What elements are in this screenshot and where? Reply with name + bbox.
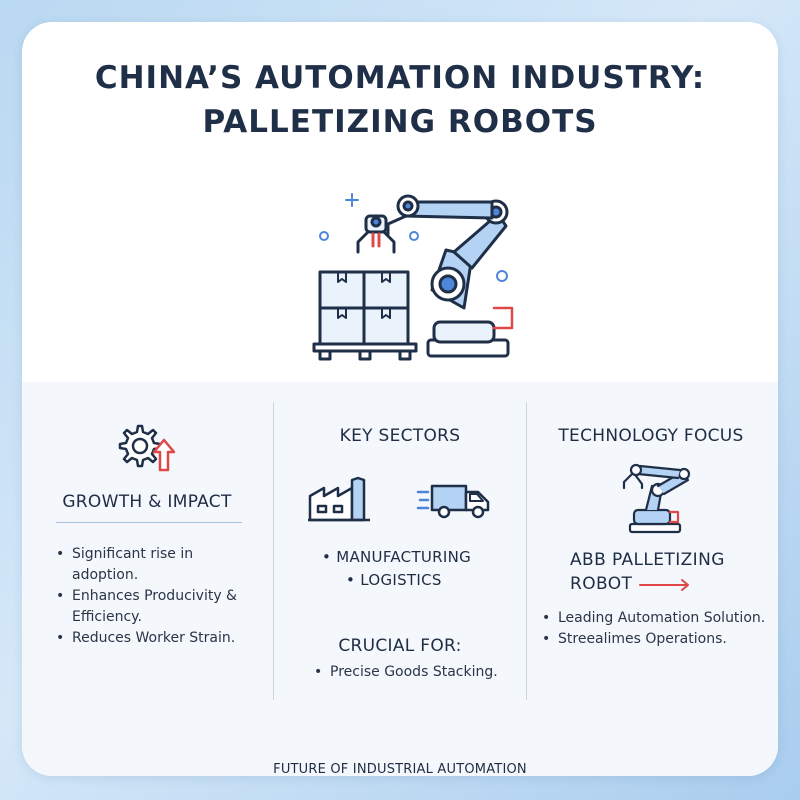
footer-tagline: FUTURE OF INDUSTRIAL AUTOMATION: [273, 762, 527, 776]
technology-bullet-list: Leading Automation Solution. • Streealim…: [540, 608, 776, 650]
page-title: CHINA’S AUTOMATION INDUSTRY: PALLETIZING…: [22, 56, 778, 144]
list-item: Significant rise in adoption.: [54, 544, 264, 586]
robot-arm-palletizing-boxes-icon: [312, 193, 514, 361]
product-name-line-1: ABB PALLETIZING: [570, 550, 725, 570]
column-divider-1: [273, 402, 274, 700]
list-item: Enhances Producivity & Efficiency.: [54, 586, 264, 628]
page-title-line-1: CHINA’S AUTOMATION INDUSTRY:: [94, 60, 706, 96]
list-item: Precise Goods Stacking.: [312, 662, 522, 683]
page-title-line-2: PALLETIZING ROBOTS: [202, 104, 598, 140]
list-item: Leading Automation Solution.: [540, 608, 776, 629]
infographic-card: CHINA’S AUTOMATION INDUSTRY: PALLETIZING…: [22, 22, 778, 776]
column-divider-2: [526, 402, 527, 700]
key-sectors-title: KEY SECTORS: [339, 426, 461, 446]
factory-icon: [308, 476, 370, 522]
list-item: MANUFACTURING: [322, 546, 522, 569]
technology-focus-title: TECHNOLOGY FOCUS: [558, 426, 744, 446]
list-item: • Streealimes Operations.: [540, 629, 776, 650]
details-panel: GROWTH & IMPACT Significant rise in adop…: [22, 382, 778, 776]
growth-title-underline: [56, 522, 242, 523]
product-name: ABB PALLETIZING ROBOT: [570, 548, 770, 596]
sectors-list: MANUFACTURING LOGISTICS: [322, 546, 522, 592]
list-item: LOGISTICS: [322, 569, 522, 592]
list-item: Reduces Worker Strain.: [54, 628, 264, 649]
crucial-for-title: CRUCIAL FOR:: [338, 636, 462, 656]
robot-arm-icon: [622, 463, 691, 534]
delivery-truck-icon: [416, 484, 490, 519]
growth-bullet-list: Significant rise in adoption. Enhances P…: [54, 544, 264, 649]
growth-impact-title: GROWTH & IMPACT: [62, 492, 232, 512]
crucial-bullet-list: Precise Goods Stacking.: [312, 662, 522, 683]
right-arrow-icon: [639, 579, 689, 591]
product-name-line-2: ROBOT: [570, 574, 633, 594]
gear-up-arrow-icon: [118, 424, 176, 472]
